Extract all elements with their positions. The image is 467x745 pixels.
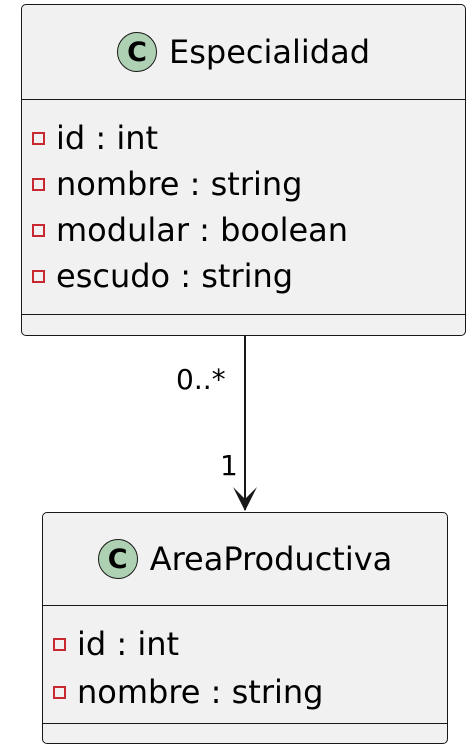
attribute-row[interactable]: id : int — [22, 115, 465, 161]
private-square-icon — [53, 685, 66, 699]
source-multiplicity: 0..* — [176, 363, 226, 396]
name-divider — [22, 99, 465, 100]
target-multiplicity: 1 — [220, 449, 238, 482]
attribute-text: nombre : string — [56, 165, 303, 203]
attribute-text: id : int — [56, 119, 159, 157]
class-name: AreaProductiva — [149, 540, 393, 578]
attribute-row[interactable]: modular : boolean — [22, 207, 465, 253]
private-square-icon — [53, 637, 66, 651]
class-especialidad[interactable]: C Especialidad id : int nombre : string … — [21, 4, 466, 336]
class-c-icon: C — [97, 539, 138, 579]
private-square-icon — [32, 223, 45, 237]
class-header: C AreaProductiva — [43, 513, 447, 605]
attribute-row[interactable]: nombre : string — [43, 668, 447, 716]
class-c-icon: C — [117, 32, 157, 72]
attribute-text: nombre : string — [77, 673, 324, 711]
attribute-text: modular : boolean — [56, 211, 349, 249]
attribute-list: id : int nombre : string modular : boole… — [22, 115, 465, 299]
private-square-icon — [32, 177, 45, 191]
class-areaproductiva[interactable]: C AreaProductiva id : int nombre : strin… — [42, 512, 448, 744]
attributes-divider — [22, 314, 465, 315]
class-header: C Especialidad — [22, 5, 465, 99]
attribute-row[interactable]: id : int — [43, 620, 447, 668]
class-name: Especialidad — [169, 33, 370, 71]
private-square-icon — [32, 269, 45, 283]
attributes-divider — [43, 723, 447, 724]
attribute-text: id : int — [77, 625, 180, 663]
arrowhead-icon — [233, 487, 257, 511]
attribute-list: id : int nombre : string — [43, 620, 447, 716]
attribute-row[interactable]: nombre : string — [22, 161, 465, 207]
name-divider — [43, 605, 447, 606]
attribute-text: escudo : string — [56, 257, 294, 295]
attribute-row[interactable]: escudo : string — [22, 253, 465, 299]
private-square-icon — [32, 131, 45, 145]
